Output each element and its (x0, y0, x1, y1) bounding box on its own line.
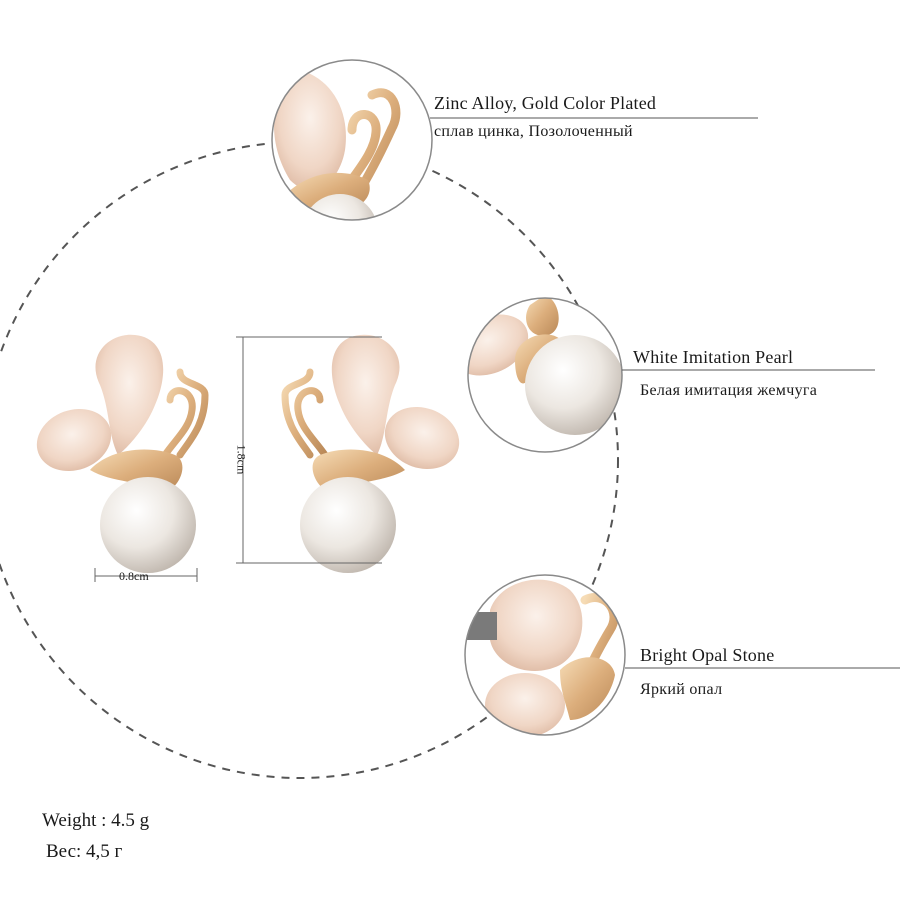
detail-circle-opal (464, 574, 626, 736)
detail-circle-pearl (467, 297, 623, 453)
dashed-guide-circle (0, 141, 619, 779)
feature-subtitle-alloy: сплав цинка, Позолоченный (434, 123, 633, 140)
feature-title-alloy: Zinc Alloy, Gold Color Plated (434, 93, 657, 113)
feature-title-pearl: White Imitation Pearl (633, 347, 794, 367)
detail-circle-alloy (271, 59, 433, 221)
feature-subtitle-pearl: Белая имитация жемчуга (640, 382, 818, 399)
height-dimension-label: 1.8cm (234, 444, 249, 475)
weight-en: Weight : 4.5 g (42, 810, 150, 831)
earring-left (36, 334, 209, 573)
width-dimension (94, 568, 198, 582)
width-dimension-label: 0.8cm (119, 569, 149, 583)
feature-title-opal: Bright Opal Stone (640, 645, 775, 665)
feature-subtitle-opal: Яркий опал (640, 681, 723, 698)
weight-ru: Вес: 4,5 г (46, 841, 123, 862)
earring-right (281, 334, 460, 573)
height-dimension (236, 336, 382, 564)
